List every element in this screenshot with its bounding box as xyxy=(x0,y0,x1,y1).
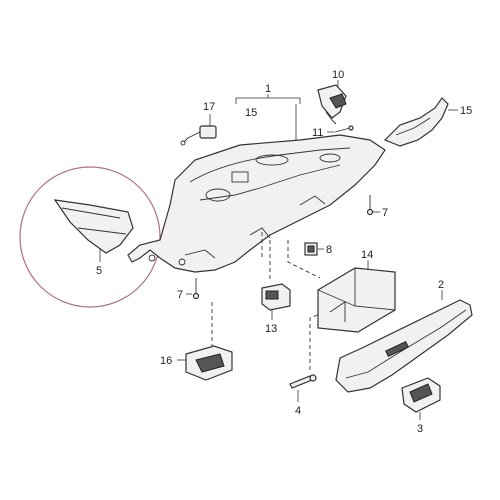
part-4-pin[interactable] xyxy=(289,374,317,389)
part-2-glovebox-lid[interactable] xyxy=(335,299,473,393)
part-10-switch[interactable] xyxy=(317,84,347,125)
callout-8: 8 xyxy=(326,244,332,256)
part-11-screw[interactable] xyxy=(334,125,354,133)
callout-15-top: 15 xyxy=(245,107,257,119)
part-7-screw-right[interactable] xyxy=(366,195,374,216)
callout-3: 3 xyxy=(417,423,423,435)
callout-10: 10 xyxy=(332,69,344,81)
callout-2: 2 xyxy=(438,279,444,291)
part-5-highlight-circle xyxy=(19,166,161,308)
callout-16: 16 xyxy=(160,355,172,367)
part-15-trim-strip[interactable] xyxy=(383,97,449,147)
callout-1: 1 xyxy=(265,83,271,95)
part-17-sensor[interactable] xyxy=(180,125,217,146)
callout-11: 11 xyxy=(312,127,323,139)
part-13-switch-module[interactable] xyxy=(261,283,291,311)
part-5-side-trim[interactable] xyxy=(53,199,134,254)
callout-14: 14 xyxy=(361,249,373,261)
part-1-bracket xyxy=(235,97,301,104)
part-14-storage-box[interactable] xyxy=(317,267,396,333)
callout-15-right: 15 xyxy=(460,105,472,117)
callout-13: 13 xyxy=(265,323,277,335)
callout-7-right: 7 xyxy=(382,207,388,219)
callout-4: 4 xyxy=(295,405,301,417)
part-3-latch[interactable] xyxy=(401,377,441,413)
part-16-bin[interactable] xyxy=(185,345,233,381)
callout-7-left: 7 xyxy=(177,289,183,301)
part-7-screw-left[interactable] xyxy=(192,278,200,300)
part-1-dashboard-carrier[interactable] xyxy=(127,134,386,273)
callout-17: 17 xyxy=(203,101,215,113)
assembly-line-14 xyxy=(287,240,321,279)
part-8-clip[interactable] xyxy=(304,242,318,256)
callout-5: 5 xyxy=(96,265,102,277)
